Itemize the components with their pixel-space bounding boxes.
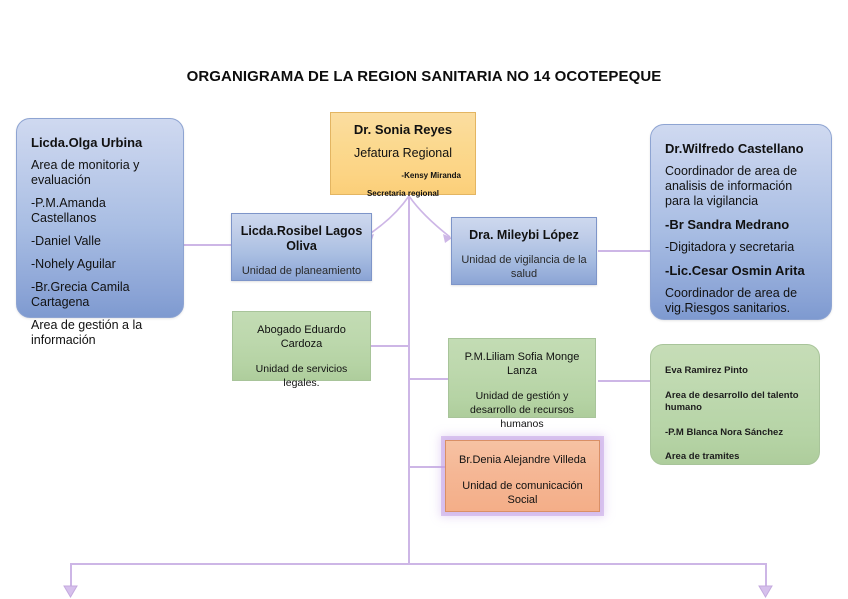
node-comunicacion-social[interactable]: Br.Denia Alejandre Villeda Unidad de com…	[445, 440, 600, 512]
connector-bottom-left-drop	[70, 563, 72, 588]
node-planeamiento[interactable]: Licda.Rosibel Lagos Oliva Unidad de plan…	[231, 213, 372, 281]
node-jefatura-assistant-role: Secretaria regional	[366, 189, 440, 198]
node-jefatura-assistant: -Kensy Miranda	[401, 171, 461, 180]
node-talento-staff: -P.M Blanca Nora Sánchez	[665, 426, 784, 438]
node-analisis-staff-name-2: -Lic.Cesar Osmin Arita	[665, 263, 805, 278]
node-monitoria-evaluacion[interactable]: Licda.Olga Urbina Area de monitoria y ev…	[16, 118, 184, 347]
node-monitoria-staff-1: -Daniel Valle	[31, 234, 101, 248]
node-planeamiento-unit: Unidad de planeamiento	[241, 265, 362, 277]
node-jefatura-regional[interactable]: Dr. Sonia Reyes Jefatura Regional -Kensy…	[330, 112, 476, 198]
node-recursos-humanos[interactable]: P.M.Liliam Sofia Monge Lanza Unidad de g…	[448, 338, 596, 430]
connector-monitoria-to-planeamiento	[183, 244, 233, 246]
node-monitoria-area2: Area de gestión a la información	[31, 318, 143, 347]
connector-spine-to-rrhh	[408, 378, 448, 380]
connector-bottom-right-drop	[765, 563, 767, 588]
node-servicios-legales[interactable]: Abogado Eduardo Cardoza Unidad de servic…	[232, 311, 371, 389]
node-talento-humano[interactable]: Eva Ramirez Pinto Area de desarrollo del…	[650, 344, 820, 465]
node-legales-title: Abogado Eduardo Cardoza	[257, 324, 346, 350]
node-jefatura-title: Dr. Sonia Reyes	[353, 122, 453, 137]
node-analisis-informacion[interactable]: Dr.Wilfredo Castellano Coordinador de ar…	[650, 124, 832, 320]
node-monitoria-staff-0: -P.M.Amanda Castellanos	[31, 196, 106, 225]
node-legales-unit: Unidad de servicios legales.	[255, 363, 348, 389]
node-rrhh-unit: Unidad de gestión y desarrollo de recurs…	[470, 390, 574, 430]
node-jefatura-role: Jefatura Regional	[354, 146, 452, 160]
connector-bottom-bar	[70, 563, 766, 565]
node-analisis-staff-role: -Digitadora y secretaria	[665, 240, 795, 254]
node-analisis-staff-name: -Br Sandra Medrano	[665, 217, 790, 232]
node-monitoria-title: Licda.Olga Urbina	[31, 135, 143, 150]
node-monitoria-area: Area de monitoria y evaluación	[31, 158, 140, 187]
node-rrhh-title: P.M.Liliam Sofia Monge Lanza	[464, 351, 580, 377]
node-talento-area: Area de desarrollo del talento humano	[665, 389, 799, 414]
connector-vigilancia-to-analisis	[598, 250, 652, 252]
node-analisis-role: Coordinador de area de analisis de infor…	[665, 164, 798, 208]
node-analisis-staff-role-2: Coordinador de area de vig.Riesgos sanit…	[665, 286, 798, 315]
node-comunicacion-unit: Unidad de comunicación Social	[462, 480, 583, 506]
connector-spine-to-comunicacion	[408, 466, 445, 468]
node-analisis-title: Dr.Wilfredo Castellano	[665, 141, 804, 156]
node-vigilancia-salud-title: Dra. Mileybi López	[469, 228, 579, 242]
node-planeamiento-title: Licda.Rosibel Lagos Oliva	[240, 224, 363, 253]
node-monitoria-staff-2: -Nohely Aguilar	[31, 257, 116, 271]
connector-spine-main	[408, 190, 410, 564]
node-talento-area2: Area de tramites	[665, 451, 740, 462]
node-monitoria-staff-3: -Br.Grecia Camila Cartagena	[31, 280, 130, 309]
connector-spine-to-legales	[370, 345, 409, 347]
node-comunicacion-title: Br.Denia Alejandre Villeda	[459, 454, 586, 466]
node-vigilancia-salud[interactable]: Dra. Mileybi López Unidad de vigilancia …	[451, 217, 597, 285]
node-talento-title: Eva Ramirez Pinto	[665, 365, 748, 376]
page-title: ORGANIGRAMA DE LA REGION SANITARIA NO 14…	[186, 68, 662, 85]
connector-rrhh-to-talento	[598, 380, 652, 382]
node-vigilancia-salud-unit: Unidad de vigilancia de la salud	[461, 254, 587, 280]
